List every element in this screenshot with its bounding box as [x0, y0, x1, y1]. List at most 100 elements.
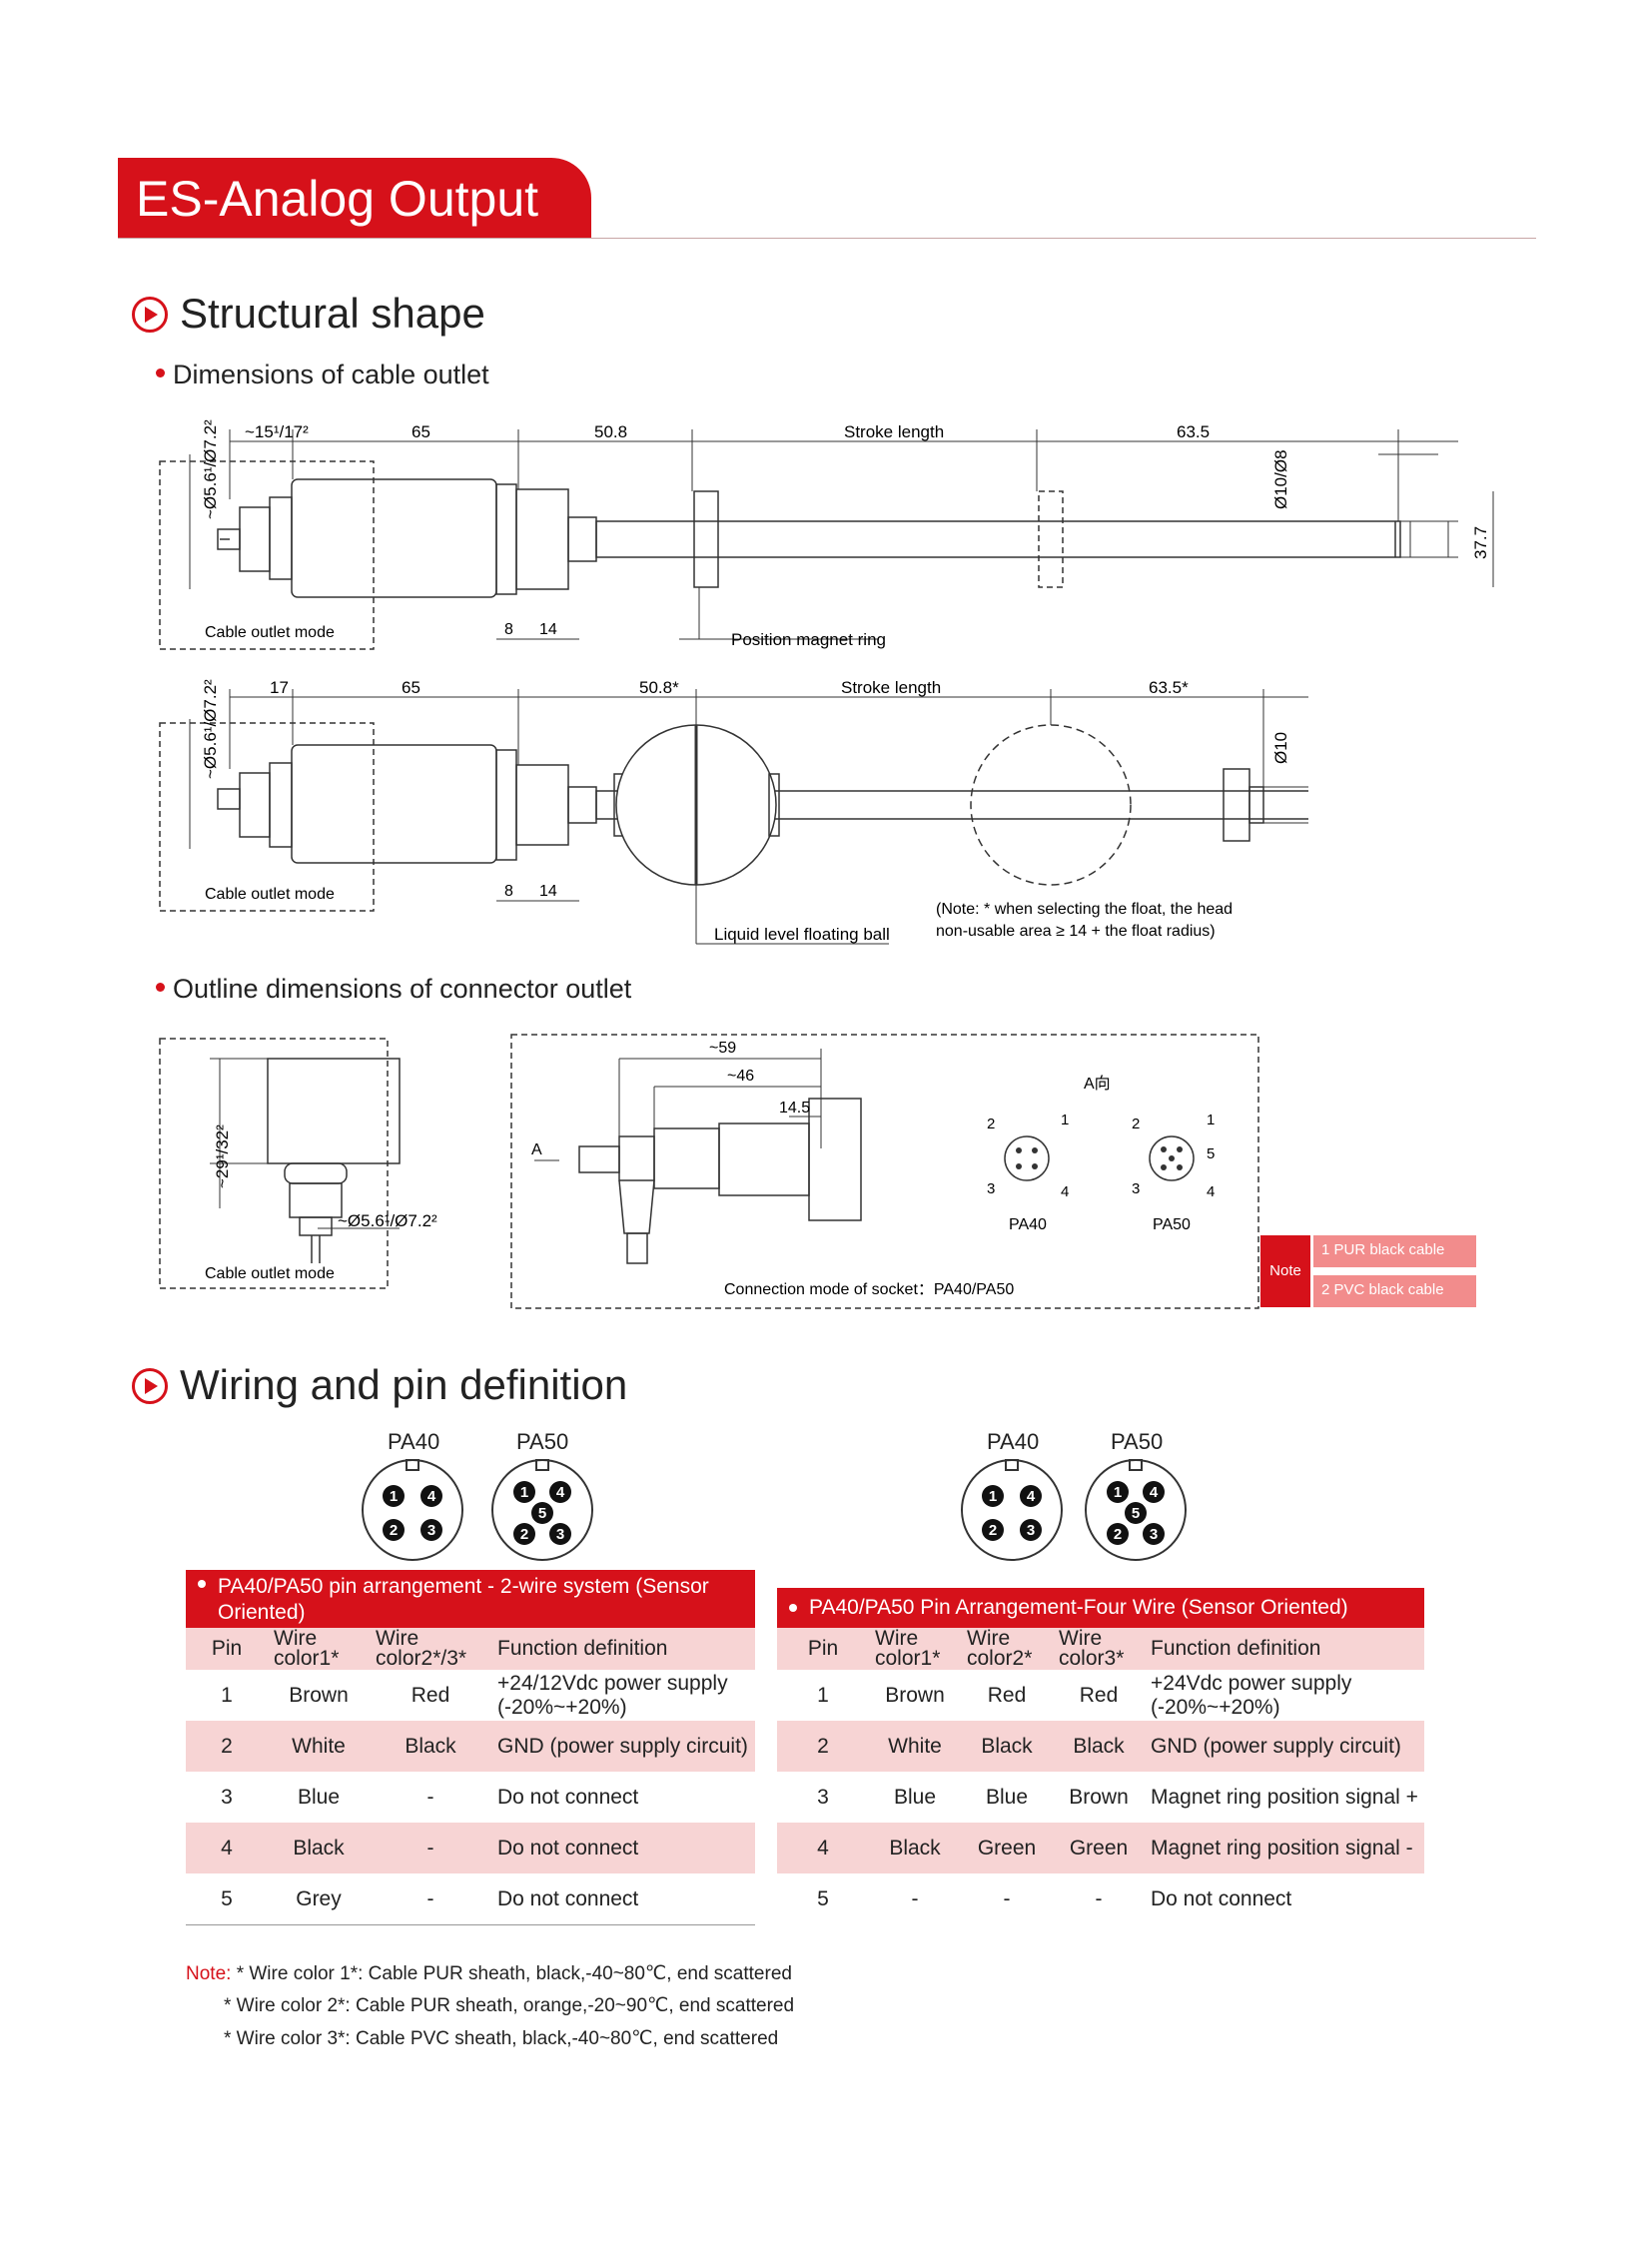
cell: White	[869, 1721, 961, 1772]
cell: White	[268, 1721, 370, 1772]
svg-text:3: 3	[1150, 1526, 1158, 1543]
play-icon	[132, 297, 168, 333]
svg-text:2: 2	[989, 1522, 997, 1539]
cell: Blue	[893, 1785, 937, 1809]
dim-59: ~59	[709, 1040, 736, 1057]
page-title: ES-Analog Output	[136, 171, 539, 227]
pa50-label: PA50	[1153, 1216, 1191, 1233]
bullet-icon	[156, 369, 165, 378]
footnote-1: Note: * Wire color 1*: Cable PUR sheath,…	[186, 1962, 792, 1985]
cable-outlet-drawing-2: 17 65 50.8* Stroke length 63.5* ~Ø5.6¹/Ø…	[159, 678, 1308, 945]
dim-8: 8	[504, 883, 513, 900]
svg-text:5: 5	[538, 1505, 546, 1522]
bullet-icon	[198, 1580, 206, 1588]
col-header: Wire color2*/3*	[370, 1628, 491, 1670]
banner-rule	[118, 238, 1536, 239]
magnet-ring-label: Position magnet ring	[731, 630, 886, 649]
dim-50-8: 50.8*	[639, 678, 679, 697]
cell: +24Vdc power supply (-20%~+20%)	[1151, 1671, 1352, 1719]
table-2wire-title: PA40/PA50 pin arrangement - 2-wire syste…	[186, 1570, 755, 1628]
svg-text:1: 1	[989, 1488, 997, 1505]
dim-65: 65	[402, 678, 420, 697]
pa40-pin-label: 3	[987, 1180, 995, 1197]
cell: 4	[186, 1823, 268, 1873]
cell: 3	[221, 1785, 233, 1809]
col-header: Function definition	[491, 1628, 755, 1670]
cell: 3	[817, 1785, 829, 1809]
cell: Grey	[296, 1886, 342, 1910]
cell: Do not connect	[497, 1785, 639, 1809]
svg-text:5: 5	[1132, 1505, 1140, 1522]
svg-text:4: 4	[556, 1484, 565, 1501]
cell: 5	[817, 1886, 829, 1910]
cell: Red	[411, 1683, 450, 1707]
cell: Blue	[297, 1785, 341, 1809]
cell: -	[370, 1823, 491, 1873]
dim-stroke: Stroke length	[841, 678, 941, 697]
table-row: 5 Grey - Do not connect	[186, 1873, 755, 1925]
svg-text:1: 1	[390, 1488, 398, 1505]
svg-text:1: 1	[1114, 1484, 1122, 1501]
table-2wire-grid: Pin Wire color1* Wire color2*/3* Functio…	[186, 1628, 755, 1925]
play-icon	[132, 1368, 168, 1404]
cell: Magnet ring position signal -	[1145, 1823, 1424, 1873]
cell: Brown	[289, 1683, 349, 1707]
dim-29-32: ~29¹/32²	[213, 1124, 232, 1188]
svg-text:3: 3	[427, 1522, 435, 1539]
dim-37-7: 37.7	[1471, 526, 1490, 559]
footnote-text: * Wire color 1*: Cable PUR sheath, black…	[236, 1963, 792, 1984]
table-4wire-title: PA40/PA50 Pin Arrangement-Four Wire (Sen…	[777, 1588, 1424, 1628]
cell: 1	[221, 1683, 233, 1707]
cable-mode-label: Cable outlet mode	[205, 1265, 335, 1282]
footnote-2: * Wire color 2*: Cable PUR sheath, orang…	[224, 1995, 795, 2016]
page-banner: ES-Analog Output	[118, 158, 591, 239]
dim-17: 17	[270, 678, 289, 697]
col-header: Wire color1*	[268, 1628, 370, 1670]
cell: GND (power supply circuit)	[1145, 1721, 1424, 1772]
svg-text:1: 1	[520, 1484, 528, 1501]
dim-diameter: ~Ø5.6¹/Ø7.2²	[201, 419, 220, 519]
bullet-icon	[156, 983, 165, 993]
cell: Red	[1079, 1683, 1119, 1707]
col-header: Pin	[186, 1628, 268, 1670]
cell: Black	[1053, 1721, 1145, 1772]
svg-text:4: 4	[1150, 1484, 1159, 1501]
dim-diameter: ~Ø5.6¹/Ø7.2²	[338, 1211, 437, 1230]
cell: Brown	[885, 1683, 945, 1707]
side-note-item: 1 PUR black cable	[1313, 1235, 1476, 1267]
svg-text:2: 2	[1114, 1526, 1122, 1543]
section-heading-structural: Structural shape	[180, 290, 485, 337]
subsection-connector: Outline dimensions of connector outlet	[156, 974, 631, 1005]
table-row: 2 White Black GND (power supply circuit)	[186, 1721, 755, 1772]
cell: -	[426, 1785, 434, 1809]
cell: +24/12Vdc power supply (-20%~+20%)	[497, 1671, 728, 1719]
dim-10-8: Ø10/Ø8	[1271, 449, 1290, 509]
table-2wire-title-text: PA40/PA50 pin arrangement - 2-wire syste…	[218, 1575, 709, 1624]
subsection-connector-label: Outline dimensions of connector outlet	[173, 974, 632, 1004]
cell: -	[911, 1886, 919, 1910]
subsection-cable: Dimensions of cable outlet	[156, 360, 489, 390]
dim-10: Ø10	[1271, 732, 1290, 764]
table-row: 3 Blue - Do not connect	[186, 1772, 755, 1823]
section-heading-wiring: Wiring and pin definition	[180, 1361, 628, 1408]
footnote-label: Note:	[186, 1963, 232, 1984]
view-a-label: A向	[1084, 1075, 1111, 1093]
pa40-pin-label: 4	[1061, 1183, 1069, 1200]
table-row: 4 Black - Do not connect	[186, 1823, 755, 1873]
table-4wire-grid: Pin Wire color1* Wire color2* Wire color…	[777, 1628, 1424, 1924]
table-4wire-title-text: PA40/PA50 Pin Arrangement-Four Wire (Sen…	[809, 1596, 1348, 1619]
side-note-label: Note	[1260, 1235, 1310, 1307]
table-row: 1 Brown Red Red +24Vdc power supply (-20…	[777, 1670, 1424, 1721]
cell: Green	[961, 1823, 1053, 1873]
connector-pa50-label: PA50	[516, 1429, 569, 1454]
float-note-line-2: non-usable area ≥ 14 + the float radius)	[936, 923, 1216, 940]
cell: Brown	[1069, 1785, 1129, 1809]
svg-text:3: 3	[556, 1526, 564, 1543]
svg-text:3: 3	[1027, 1522, 1035, 1539]
subsection-cable-label: Dimensions of cable outlet	[173, 360, 489, 389]
cell: 2	[777, 1721, 869, 1772]
connector-outlet-drawing: ~29¹/32² ~Ø5.6¹/Ø7.2² Cable outlet mode …	[159, 1034, 1259, 1309]
dim-63-5: 63.5	[1177, 422, 1210, 441]
cell: Blue	[985, 1785, 1029, 1809]
cell: Green	[1053, 1823, 1145, 1873]
